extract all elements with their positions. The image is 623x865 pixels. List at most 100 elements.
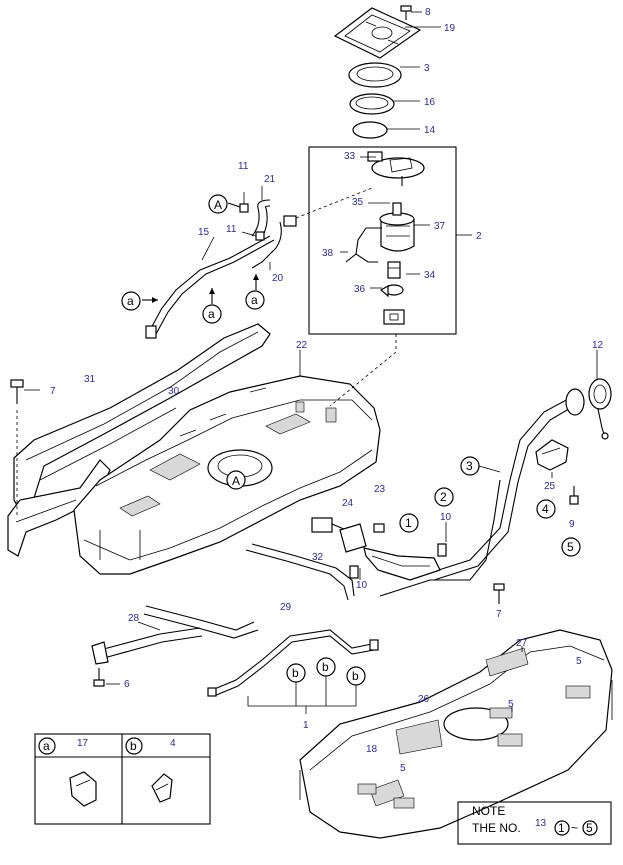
part-number: 13 [535,818,547,829]
callout-circle [208,194,228,214]
callout-circle [245,290,265,310]
clamp-10a [437,543,447,557]
part-number: 8 [425,7,431,18]
part-number: 21 [264,174,276,185]
part-number: 27 [516,638,528,649]
clip-23 [373,523,385,533]
part-number: 5 [576,656,582,667]
legend-callout-a [38,737,56,755]
part-number: 31 [84,374,96,385]
vapor-pipe-15 [145,235,275,339]
note-line: THE NO. [472,821,521,835]
bolt-8 [400,5,412,20]
part-number: 10 [440,512,452,523]
callout-circle [202,304,222,324]
part-number: 7 [50,386,56,397]
strainer-36 [379,284,405,325]
part-number: 30 [168,386,180,397]
callout-letter: A [232,474,240,488]
part-number: 24 [342,498,354,509]
note-range-start-circle [554,820,570,836]
part-number: 9 [569,519,575,530]
part-number: 10 [356,580,368,591]
part-number: 5 [508,699,514,710]
cover-plate [333,7,422,59]
pump-module-box [308,146,457,335]
gasket-3 [348,62,402,88]
part-number: 28 [128,613,140,624]
o-ring-14 [352,121,388,139]
part-number: 33 [344,151,356,162]
strap-28 [91,605,259,665]
part-number: 5 [400,763,406,774]
callout-circle [346,666,366,686]
fuel-tank-22 [73,375,381,575]
part-number: 16 [424,97,436,108]
callout-letter: b [322,660,329,674]
note-title: NOTE [472,804,505,818]
callout-number: 1 [405,516,412,530]
part-number: 22 [296,340,308,351]
part-number: 32 [312,552,324,563]
harness-38 [345,227,382,263]
note-range-end-circle [582,820,598,836]
note-range-start: 1 [558,821,565,835]
callout-circle [121,291,141,311]
part-number: 12 [592,340,604,351]
callout-letter: a [251,293,258,307]
callout-letter: a [127,294,134,308]
part-number: 11 [226,224,237,235]
bolt-6 [93,668,105,687]
breather-pipe [379,479,501,597]
tank-protector [299,629,613,839]
callout-circle [316,657,336,677]
legend-callout-b [125,737,143,755]
callout-circle [399,513,419,533]
strap-29 [245,543,355,601]
fuel-pump-37 [379,202,415,252]
ring-16 [349,93,395,115]
hose-21 [251,199,271,241]
hose-24 [311,517,347,533]
bolt-7-right [493,583,505,604]
part-number: 37 [434,221,446,232]
callout-number: 4 [542,502,549,516]
part-number: 2 [476,231,482,242]
fitting-32 [339,523,367,553]
part-number: 7 [496,609,502,620]
fuel-line-1 [207,629,379,697]
part-number: 29 [280,602,292,613]
callout-circle [434,487,454,507]
part-number: 3 [424,63,430,74]
note-range-sep: ~ [571,821,578,835]
callout-circle [226,470,246,490]
legend-table [34,733,211,825]
part-number: 4 [170,738,176,749]
callout-circle [561,537,581,557]
part-number: 36 [354,284,366,295]
part-number: 23 [374,484,386,495]
pump-flange-33 [367,151,425,186]
part-numbers: 8 19 3 16 14 33 2 11 21 11 15 35 37 38 2… [50,7,604,829]
part-number: 15 [198,227,210,238]
legend-letter-b: b [130,739,137,753]
callout-number: 2 [440,490,447,504]
part-number: 11 [238,161,249,172]
clip-11 [239,203,249,213]
part-number: 34 [424,270,436,281]
callout-circle [536,499,556,519]
note-range-end: 5 [586,821,593,835]
callout-circle [286,663,306,683]
clamp-10b [349,565,359,579]
callout-letter: A [214,198,222,212]
legend-letter-a: a [43,739,50,753]
filler-neck-3 [425,388,585,581]
part-number: 19 [444,23,456,34]
filter-34 [387,261,401,279]
part-number: 25 [544,481,556,492]
part-number: 14 [424,125,436,136]
filler-hose-10 [363,547,441,581]
bracket-25 [535,439,569,471]
note-box [457,801,612,845]
